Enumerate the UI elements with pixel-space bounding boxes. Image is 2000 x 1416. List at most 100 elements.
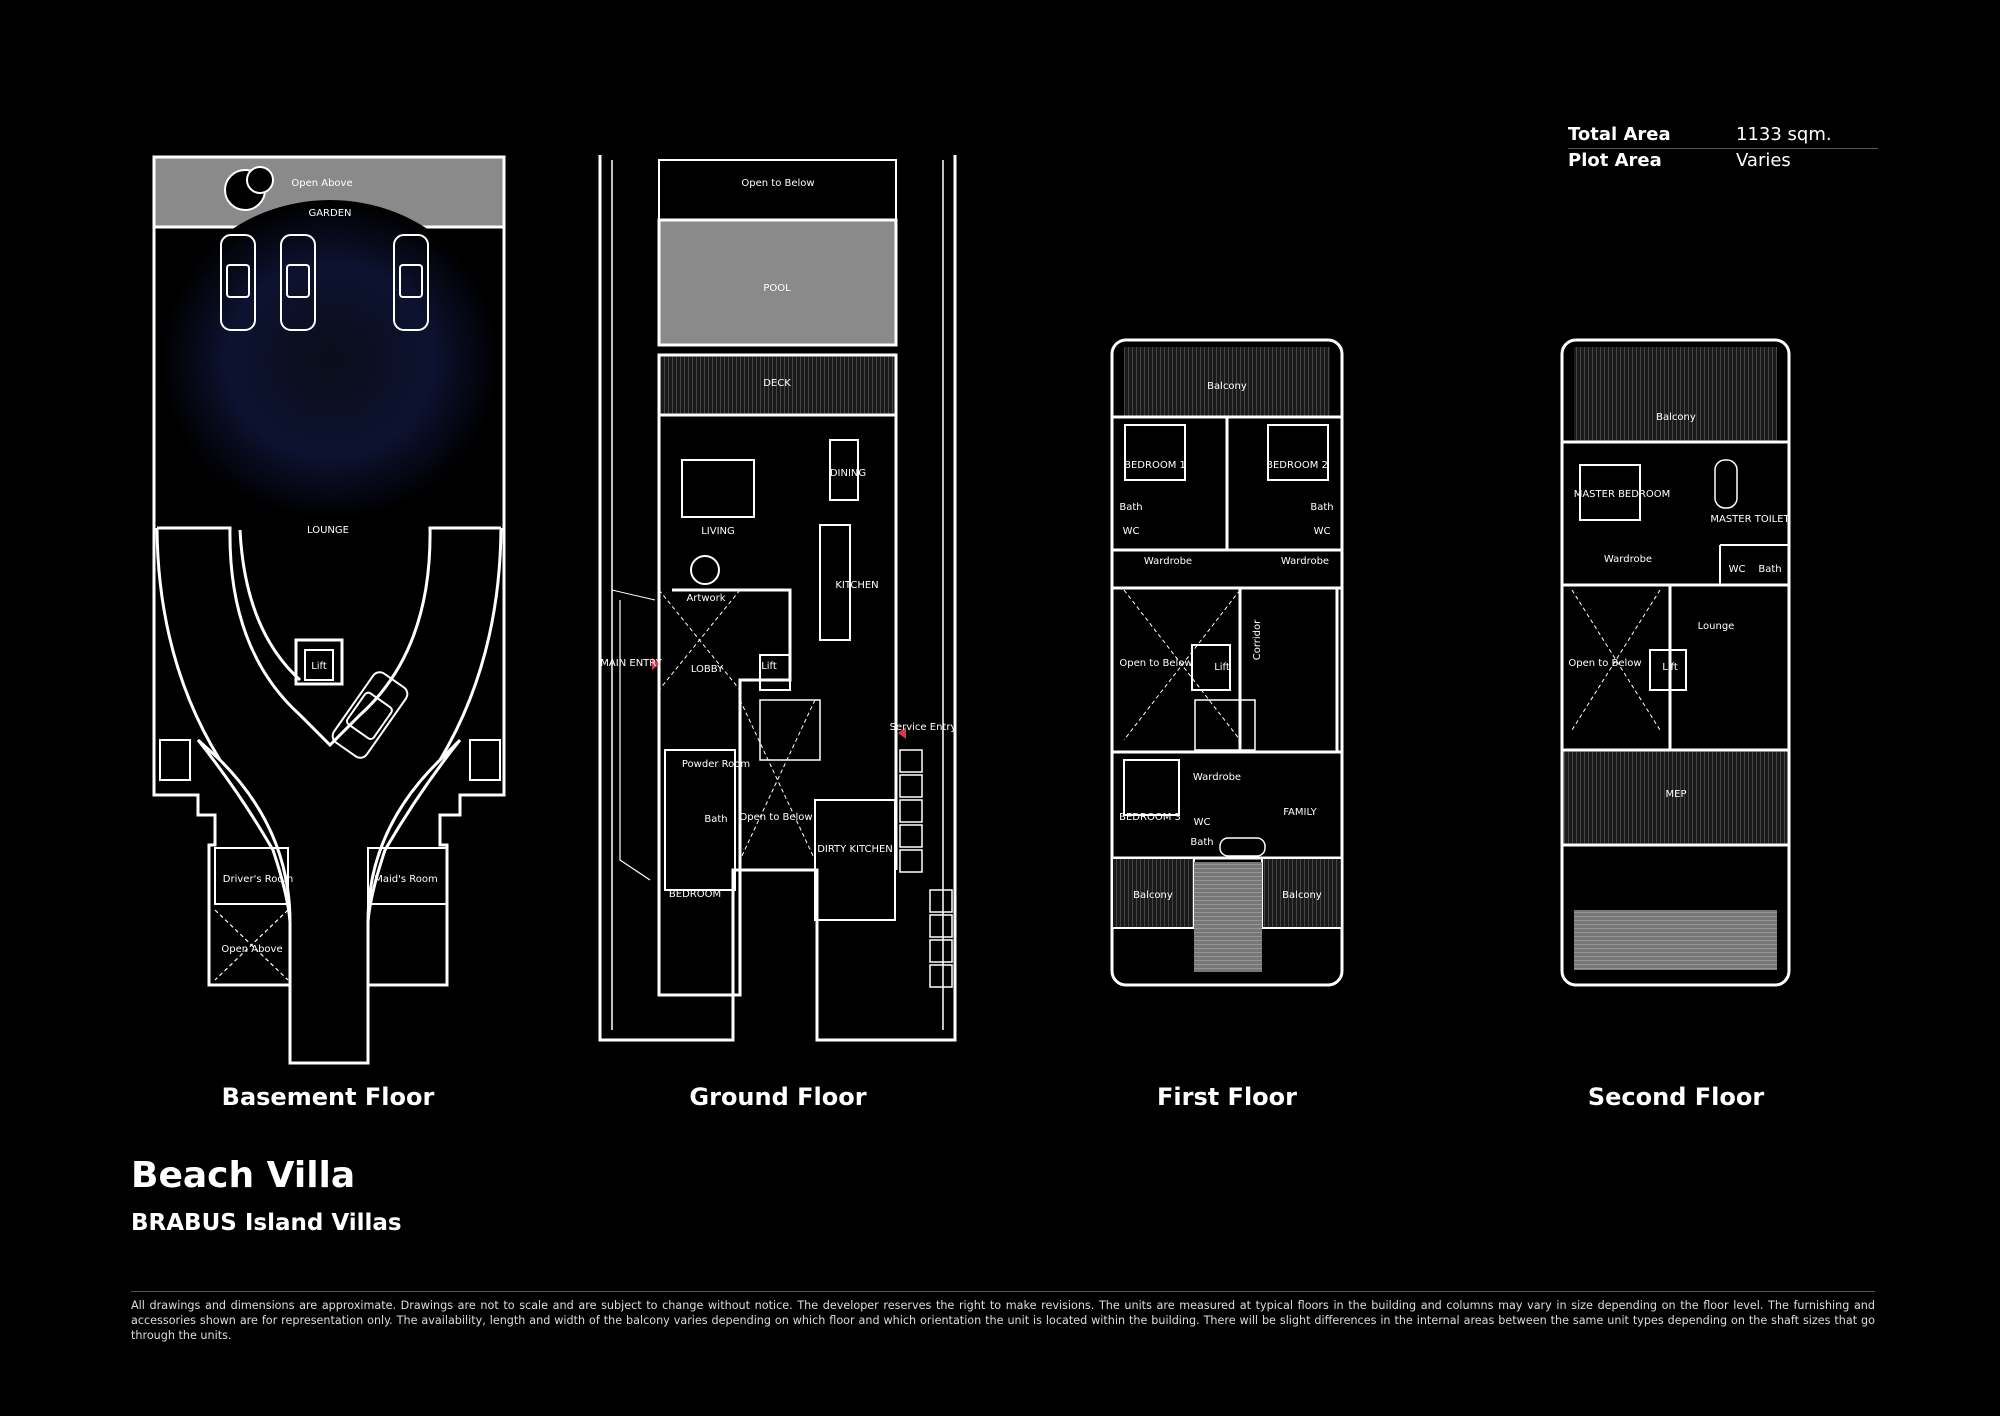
bedroom-label: BEDROOM 3 <box>1119 812 1181 823</box>
footer-divider <box>131 1291 1875 1292</box>
tree-icon <box>246 166 274 194</box>
sofa <box>681 459 755 518</box>
lounge-label: LOUNGE <box>307 525 349 536</box>
lift-box <box>1191 644 1231 691</box>
balcony-area <box>1261 857 1343 929</box>
page-title: Beach Villa <box>131 1155 356 1196</box>
bath-label: Bath <box>704 814 727 825</box>
lounge-label: Lounge <box>1698 621 1735 632</box>
ground-labels: Open to Below POOL DECK LIVING DINING Ar… <box>600 178 956 900</box>
open-to-below-label: Open to Below <box>1568 658 1641 669</box>
car-icon <box>220 234 429 331</box>
mep-area <box>1560 748 1791 847</box>
wc-label: WC <box>1123 526 1140 537</box>
page-subtitle: BRABUS Island Villas <box>131 1210 402 1236</box>
lift-box <box>1649 649 1687 691</box>
bath-label: Bath <box>1119 502 1142 513</box>
first-plan <box>1110 338 1344 987</box>
balcony-label: Balcony <box>1656 412 1696 423</box>
balcony-label: Balcony <box>1207 381 1247 392</box>
deck-label: DECK <box>763 378 791 389</box>
service-entry-label: Service Entry <box>890 722 957 733</box>
balcony-area <box>1111 857 1195 929</box>
kitchen-label: KITCHEN <box>835 580 878 591</box>
plot-area-value: Varies <box>1736 150 1791 171</box>
plot-area-row: Plot Area Varies <box>1568 150 1878 176</box>
bath-label: Bath <box>1758 564 1781 575</box>
balcony-area <box>1124 347 1330 417</box>
first-floor-label: First Floor <box>1156 1083 1297 1111</box>
lift-label: Lift <box>1214 662 1230 673</box>
dining-table <box>829 439 859 501</box>
second-floor-label: Second Floor <box>1587 1083 1765 1111</box>
total-area-row: Total Area 1133 sqm. <box>1568 124 1878 150</box>
maids-room-label: Maid's Room <box>374 874 438 885</box>
lift-box <box>294 638 344 686</box>
pool-area <box>657 218 898 347</box>
corridor-label: Corridor <box>1252 619 1263 660</box>
artwork-label: Artwork <box>686 593 725 604</box>
open-to-below-label: Open to Below <box>739 812 812 823</box>
lift-label: Lift <box>761 661 777 672</box>
car-icon <box>331 671 409 759</box>
dining-label: DINING <box>830 468 866 479</box>
dirty-kitchen-label: DIRTY KITCHEN <box>817 844 893 855</box>
wardrobe-label: Wardrobe <box>1604 554 1652 565</box>
balcony-label: Balcony <box>1133 890 1173 901</box>
mep-label: MEP <box>1666 789 1687 800</box>
ground-plan <box>598 155 957 1042</box>
basement-labels: Open Above GARDEN LOUNGE Lift Driver's R… <box>221 178 437 955</box>
first-labels: Balcony BEDROOM 1 BEDROOM 2 Bath WC Bath… <box>1119 381 1334 901</box>
open-above-label: Open Above <box>291 178 352 189</box>
bed-icon <box>1267 424 1329 481</box>
spec-divider <box>1568 148 1878 149</box>
disclaimer-text: All drawings and dimensions are approxim… <box>131 1299 1875 1342</box>
second-plan <box>1560 338 1791 987</box>
wc-label: WC <box>1314 526 1331 537</box>
family-label: FAMILY <box>1283 807 1317 818</box>
bed-icon <box>1579 464 1641 521</box>
balcony-area <box>1574 347 1777 442</box>
pool-label: POOL <box>763 283 791 294</box>
bedroom-label: BEDROOM <box>669 889 721 900</box>
master-toilet-label: MASTER TOILET <box>1710 514 1790 525</box>
service-entry-arrow-icon <box>898 727 906 739</box>
kitchen-counter <box>819 524 851 641</box>
terrace-area <box>1194 862 1262 972</box>
basement-floor-label: Basement Floor <box>221 1083 435 1111</box>
open-below-label: Open to Below <box>741 178 814 189</box>
lift-box <box>759 654 791 691</box>
total-area-value: 1133 sqm. <box>1736 124 1832 145</box>
master-bedroom-label: MASTER BEDROOM <box>1574 489 1671 500</box>
main-entry-arrow-icon <box>652 658 660 670</box>
total-area-label: Total Area <box>1568 124 1671 145</box>
lobby-label: LOBBY <box>691 664 724 675</box>
main-entry-label: MAIN ENTRY <box>600 658 662 669</box>
open-to-below-label: Open to Below <box>1119 658 1192 669</box>
living-label: LIVING <box>701 526 735 537</box>
wc-label: WC <box>1194 817 1211 828</box>
roof-area <box>1574 910 1777 970</box>
lounge-glow <box>160 200 500 520</box>
bath-label: Bath <box>1310 502 1333 513</box>
drivers-room-label: Driver's Room <box>223 874 293 885</box>
plot-area-label: Plot Area <box>1568 150 1662 171</box>
lift-label: Lift <box>311 661 327 672</box>
deck-area <box>657 353 898 417</box>
balcony-label: Balcony <box>1282 890 1322 901</box>
bed-icon <box>1123 759 1180 816</box>
wardrobe-label: Wardrobe <box>1281 556 1329 567</box>
bedroom-label: BEDROOM 1 <box>1124 460 1186 471</box>
wc-label: WC <box>1729 564 1746 575</box>
open-above-label: Open Above <box>221 944 282 955</box>
basement-plan <box>152 155 506 1065</box>
garden-label: GARDEN <box>308 208 351 219</box>
artwork-icon <box>690 555 720 585</box>
second-labels: Balcony MASTER BEDROOM MASTER TOILET War… <box>1568 412 1790 800</box>
powder-room-label: Powder Room <box>682 759 750 770</box>
wardrobe-label: Wardrobe <box>1144 556 1192 567</box>
bath-label: Bath <box>1190 837 1213 848</box>
wardrobe-label: Wardrobe <box>1193 772 1241 783</box>
bedroom-label: BEDROOM 2 <box>1266 460 1328 471</box>
